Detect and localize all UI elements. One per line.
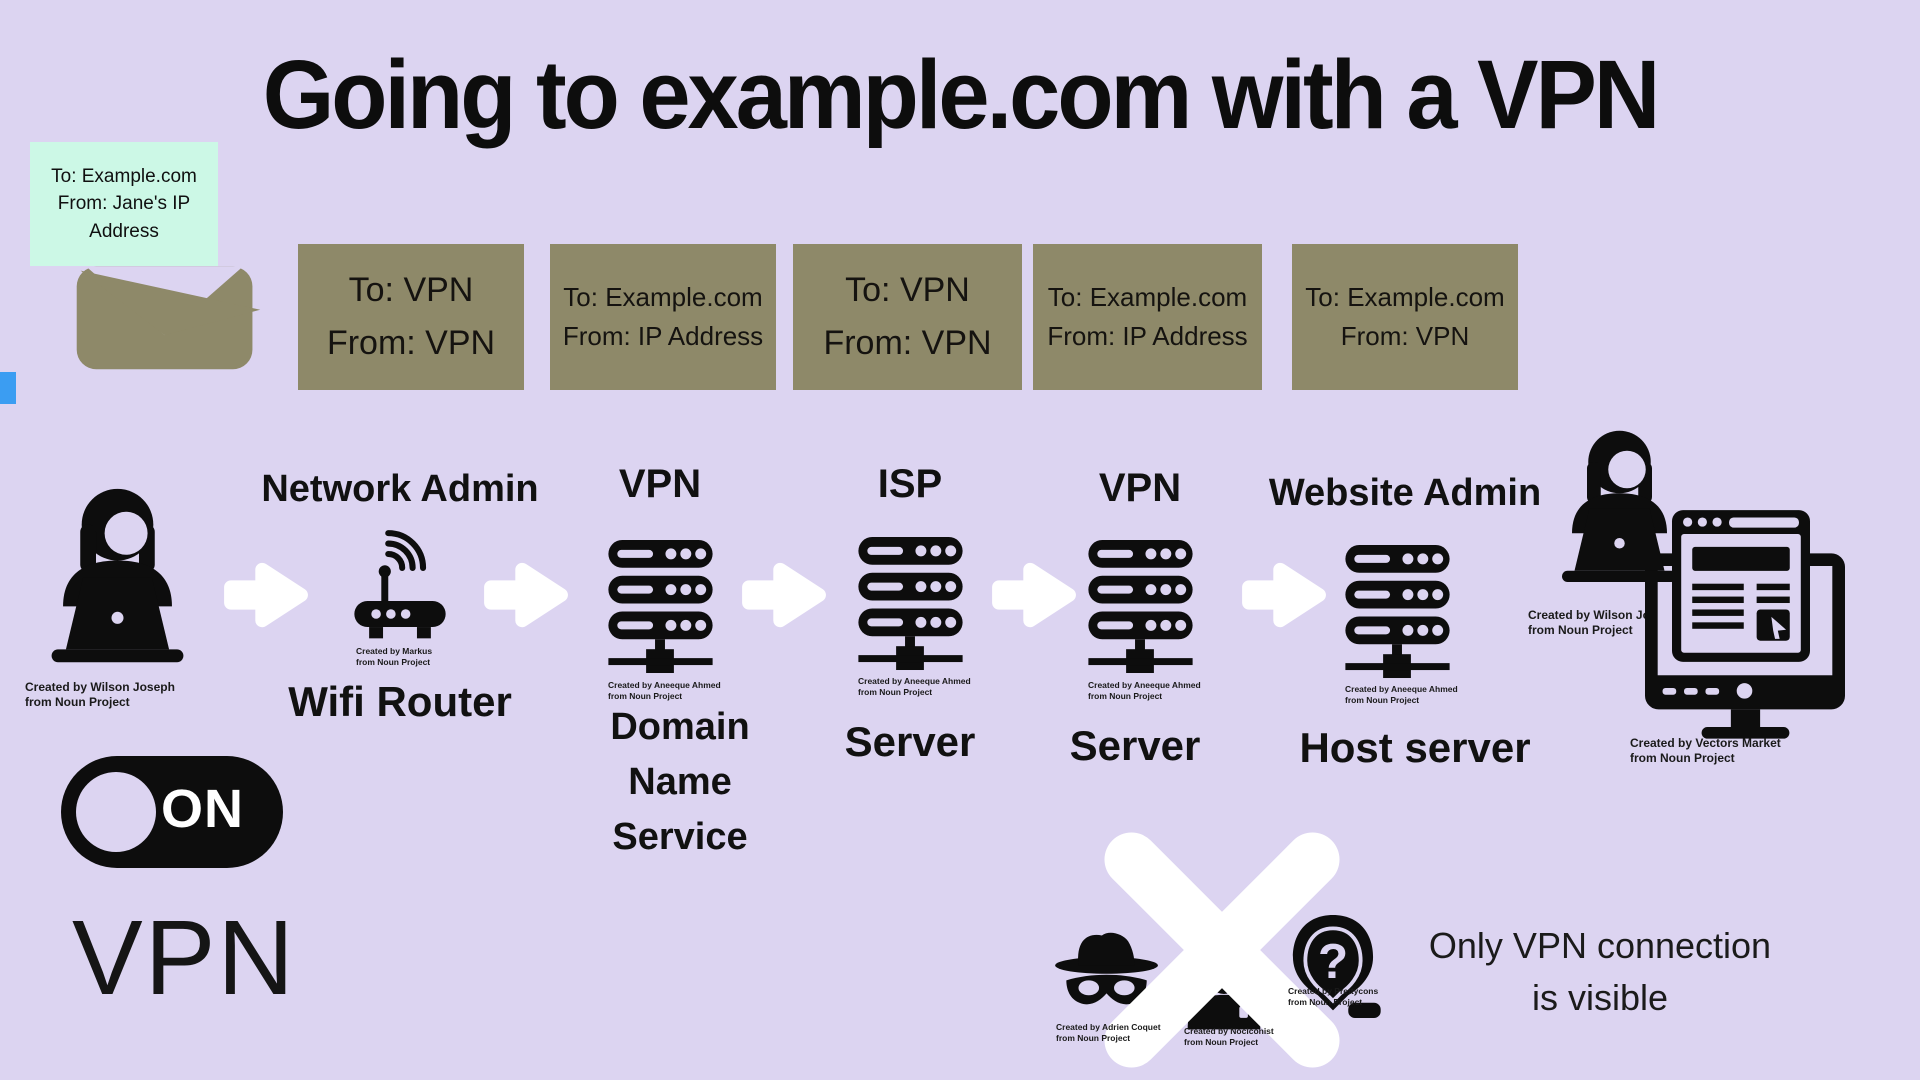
- toggle-knob[interactable]: [76, 772, 156, 852]
- credit-spy: Created by Adrien Coquet from Noun Proje…: [1056, 1022, 1161, 1043]
- packet-box-5: To: Example.com From: VPN: [1292, 244, 1518, 390]
- credit-host-server: Created by Aneeque Ahmed from Noun Proje…: [1345, 684, 1458, 705]
- vpn-server-icon: [1088, 540, 1193, 674]
- host-server-label: Host server: [1299, 724, 1531, 771]
- toggle-state-label: ON: [161, 779, 244, 839]
- credit-hacker: Created by Prettycons from Noun Project: [1288, 986, 1379, 1007]
- surveillance-caption: Only VPN connection is visible: [1428, 925, 1772, 1019]
- packet-from: From: IP Address: [1047, 321, 1248, 351]
- packet-to: To: Example.com: [563, 282, 763, 312]
- vpn-toggle-caption: VPN: [72, 899, 296, 1017]
- flow-arrow-icon: [990, 556, 1080, 634]
- packet-to: To: Example.com: [1305, 282, 1505, 312]
- packet-from: From: IP Address: [562, 321, 764, 351]
- credit-person-left: Created by Wilson Joseph from Noun Proje…: [25, 680, 175, 709]
- packet-box-3: To: VPN From: VPN: [793, 244, 1022, 390]
- envelope-icon: [65, 218, 270, 378]
- vpn-server-label: Server: [1069, 722, 1201, 769]
- isp-server-icon: [858, 537, 963, 671]
- packet-from: From: VPN: [823, 324, 992, 362]
- isp-label: ISP: [877, 462, 943, 506]
- isp-server-label: Server: [844, 718, 976, 765]
- packet-box-1: To: VPN From: VPN: [298, 244, 524, 390]
- wifi-router-icon: [350, 528, 450, 640]
- anonymous-hacker-icon: ?: [1285, 915, 1381, 1018]
- wifi-router-label: Wifi Router: [288, 678, 512, 725]
- credit-vpn-server: Created by Aneeque Ahmed from Noun Proje…: [1088, 680, 1201, 701]
- vpn-label-1: VPN: [618, 462, 702, 506]
- dns-label: Domain Name Service: [610, 706, 750, 859]
- credit-police: Created by Nociconist from Noun Project: [1184, 1026, 1274, 1047]
- packet-from: From: VPN: [326, 324, 496, 362]
- credit-isp-server: Created by Aneeque Ahmed from Noun Proje…: [858, 676, 971, 697]
- spy-icon: [1052, 928, 1162, 1014]
- packet-box-4: To: Example.com From: IP Address: [1033, 244, 1262, 390]
- vpn-toggle-switch[interactable]: ON: [61, 756, 283, 868]
- browser-window-icon: [1672, 510, 1810, 662]
- credit-dns-server: Created by Aneeque Ahmed from Noun Proje…: [608, 680, 721, 701]
- packet-to: To: VPN: [845, 271, 970, 310]
- vpn-label-2: VPN: [1098, 466, 1182, 510]
- blue-edge-chip: [0, 372, 16, 404]
- person-laptop-icon: [1552, 428, 1687, 596]
- flow-arrow-icon: [482, 556, 572, 634]
- person-laptop-icon: [40, 486, 195, 678]
- flow-arrow-icon: [1240, 556, 1330, 634]
- host-server-icon: [1345, 545, 1450, 679]
- packet-to: To: VPN: [348, 271, 474, 310]
- credit-router: Created by Markus from Noun Project: [356, 646, 433, 667]
- page-title: Going to example.com with a VPN: [262, 41, 1661, 150]
- credit-monitor: Created by Vectors Market from Noun Proj…: [1630, 736, 1781, 765]
- packet-to: To: Example.com: [1047, 282, 1248, 312]
- svg-text:?: ?: [1318, 933, 1348, 989]
- website-admin-label: Website Admin: [1268, 472, 1542, 514]
- dns-server-icon: [608, 540, 713, 674]
- origin-packet-note: To: Example.com From: Jane's IP Address: [30, 142, 218, 266]
- flow-arrow-icon: [740, 556, 830, 634]
- flow-arrow-icon: [222, 556, 312, 634]
- packet-box-2: To: Example.com From: IP Address: [550, 244, 776, 390]
- packet-from: From: VPN: [1340, 321, 1470, 351]
- network-admin-label: Network Admin: [261, 468, 539, 510]
